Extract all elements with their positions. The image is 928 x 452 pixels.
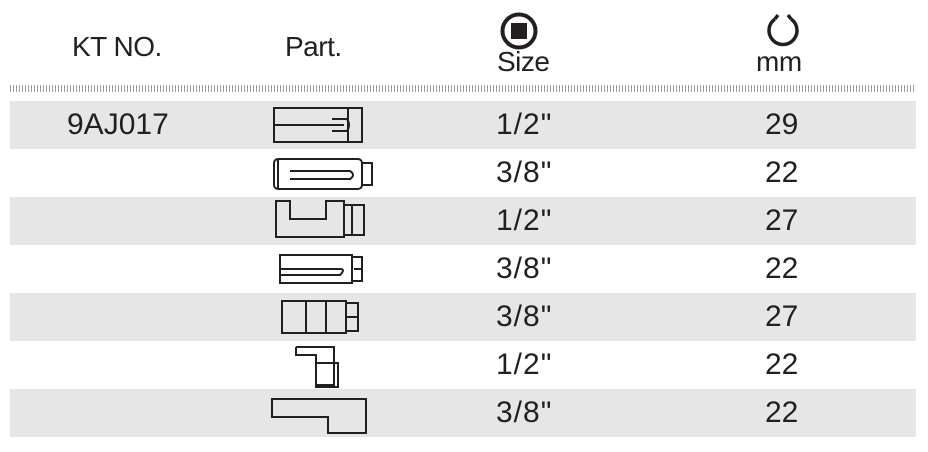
- socket-mm: 22: [765, 156, 799, 189]
- u-notch-socket-icon: [275, 200, 365, 238]
- header-divider: [10, 85, 916, 92]
- socket-opening-icon: [767, 13, 799, 47]
- table-row: 1/2" 27: [10, 197, 916, 245]
- table-row: 3/8" 27: [10, 293, 916, 341]
- square-drive-icon: [500, 12, 538, 50]
- socket-mm: 22: [765, 396, 799, 429]
- drive-size: 3/8": [496, 156, 553, 189]
- mm-header: mm: [756, 46, 802, 77]
- drive-size: 1/2": [496, 204, 553, 237]
- offset-block-icon: [295, 346, 339, 388]
- drive-size: 3/8": [496, 300, 553, 333]
- drive-size: 1/2": [496, 108, 553, 141]
- slotted-socket-icon: [273, 107, 363, 143]
- drive-size: 3/8": [496, 252, 553, 285]
- socket-mm: 27: [765, 300, 799, 333]
- socket-mm: 27: [765, 204, 799, 237]
- slotted-socket-hex-icon: [279, 254, 363, 284]
- table-row: 3/8" 22: [10, 245, 916, 293]
- size-header: Size: [497, 46, 550, 77]
- table-row: 3/8" 22: [10, 149, 916, 197]
- socket-mm: 22: [765, 348, 799, 381]
- table-row: 3/8" 22: [10, 389, 916, 437]
- segmented-socket-icon: [281, 300, 359, 334]
- offset-wrench-icon: [271, 398, 367, 434]
- table-row: 1/2" 22: [10, 341, 916, 389]
- table-row: 9AJ017 1/2" 29: [10, 101, 916, 149]
- kt-no-header: KT NO.: [72, 31, 162, 62]
- kt-number: 9AJ017: [67, 108, 169, 141]
- slotted-socket-rounded-icon: [273, 158, 373, 190]
- socket-mm: 22: [765, 252, 799, 285]
- drive-size: 1/2": [496, 348, 553, 381]
- part-header: Part.: [285, 31, 342, 62]
- drive-size: 3/8": [496, 396, 553, 429]
- socket-mm: 29: [765, 108, 799, 141]
